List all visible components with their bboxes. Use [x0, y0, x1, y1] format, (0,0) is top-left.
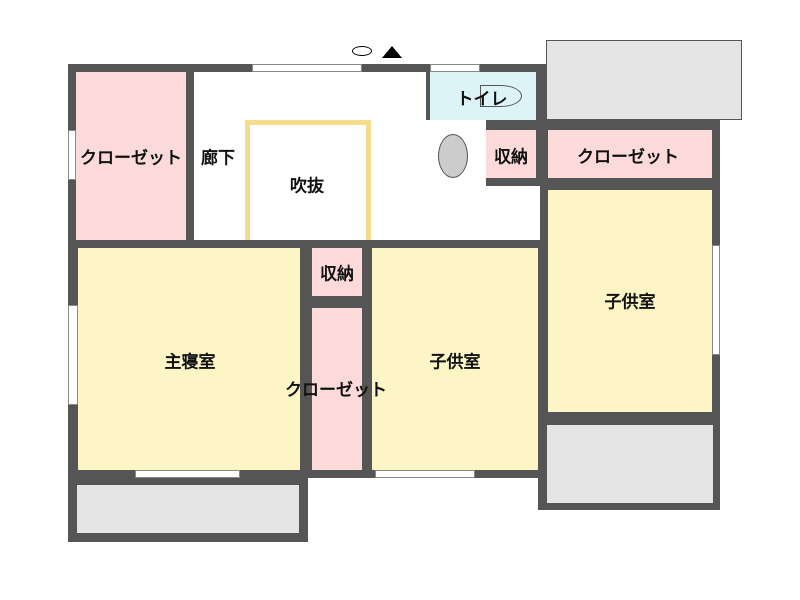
label-child-room-middle: 子供室 [429, 352, 481, 373]
label-closet-right: クローゼット [577, 147, 679, 168]
window [430, 64, 480, 72]
label-storage-middle: 収納 [320, 264, 354, 285]
window [252, 64, 362, 72]
room-closet-right [548, 130, 712, 178]
balcony-bottom-left [76, 484, 300, 534]
window [68, 130, 76, 180]
balcony-bottom-right [546, 424, 714, 504]
label-closet-middle: クローゼット [285, 380, 387, 401]
balcony-top-right [546, 40, 742, 120]
room-storage-top [486, 130, 536, 178]
room-master-bedroom [78, 248, 300, 470]
window [375, 470, 475, 478]
sink-icon [438, 134, 468, 178]
label-hallway: 廊下 [201, 148, 235, 169]
room-child-middle [372, 248, 538, 470]
label-atrium: 吹抜 [290, 176, 324, 197]
room-hallway-3 [486, 186, 540, 240]
room-closet-left [76, 72, 186, 240]
room-closet-middle [312, 308, 362, 470]
entrance-marker-icon [382, 46, 402, 58]
window [712, 245, 720, 355]
room-storage-middle [312, 248, 362, 296]
entrance-circle-icon [352, 46, 372, 56]
label-storage-top: 収納 [494, 147, 528, 168]
label-closet-left: クローゼット [80, 148, 182, 169]
window [135, 470, 240, 478]
label-master-bedroom: 主寝室 [164, 352, 216, 373]
toilet-fixture-icon [480, 85, 522, 107]
room-child-right [548, 190, 712, 412]
window [68, 305, 78, 405]
label-child-room-right: 子供室 [604, 292, 656, 313]
room-atrium [245, 120, 371, 240]
label-toilet: トイレ [456, 89, 508, 110]
